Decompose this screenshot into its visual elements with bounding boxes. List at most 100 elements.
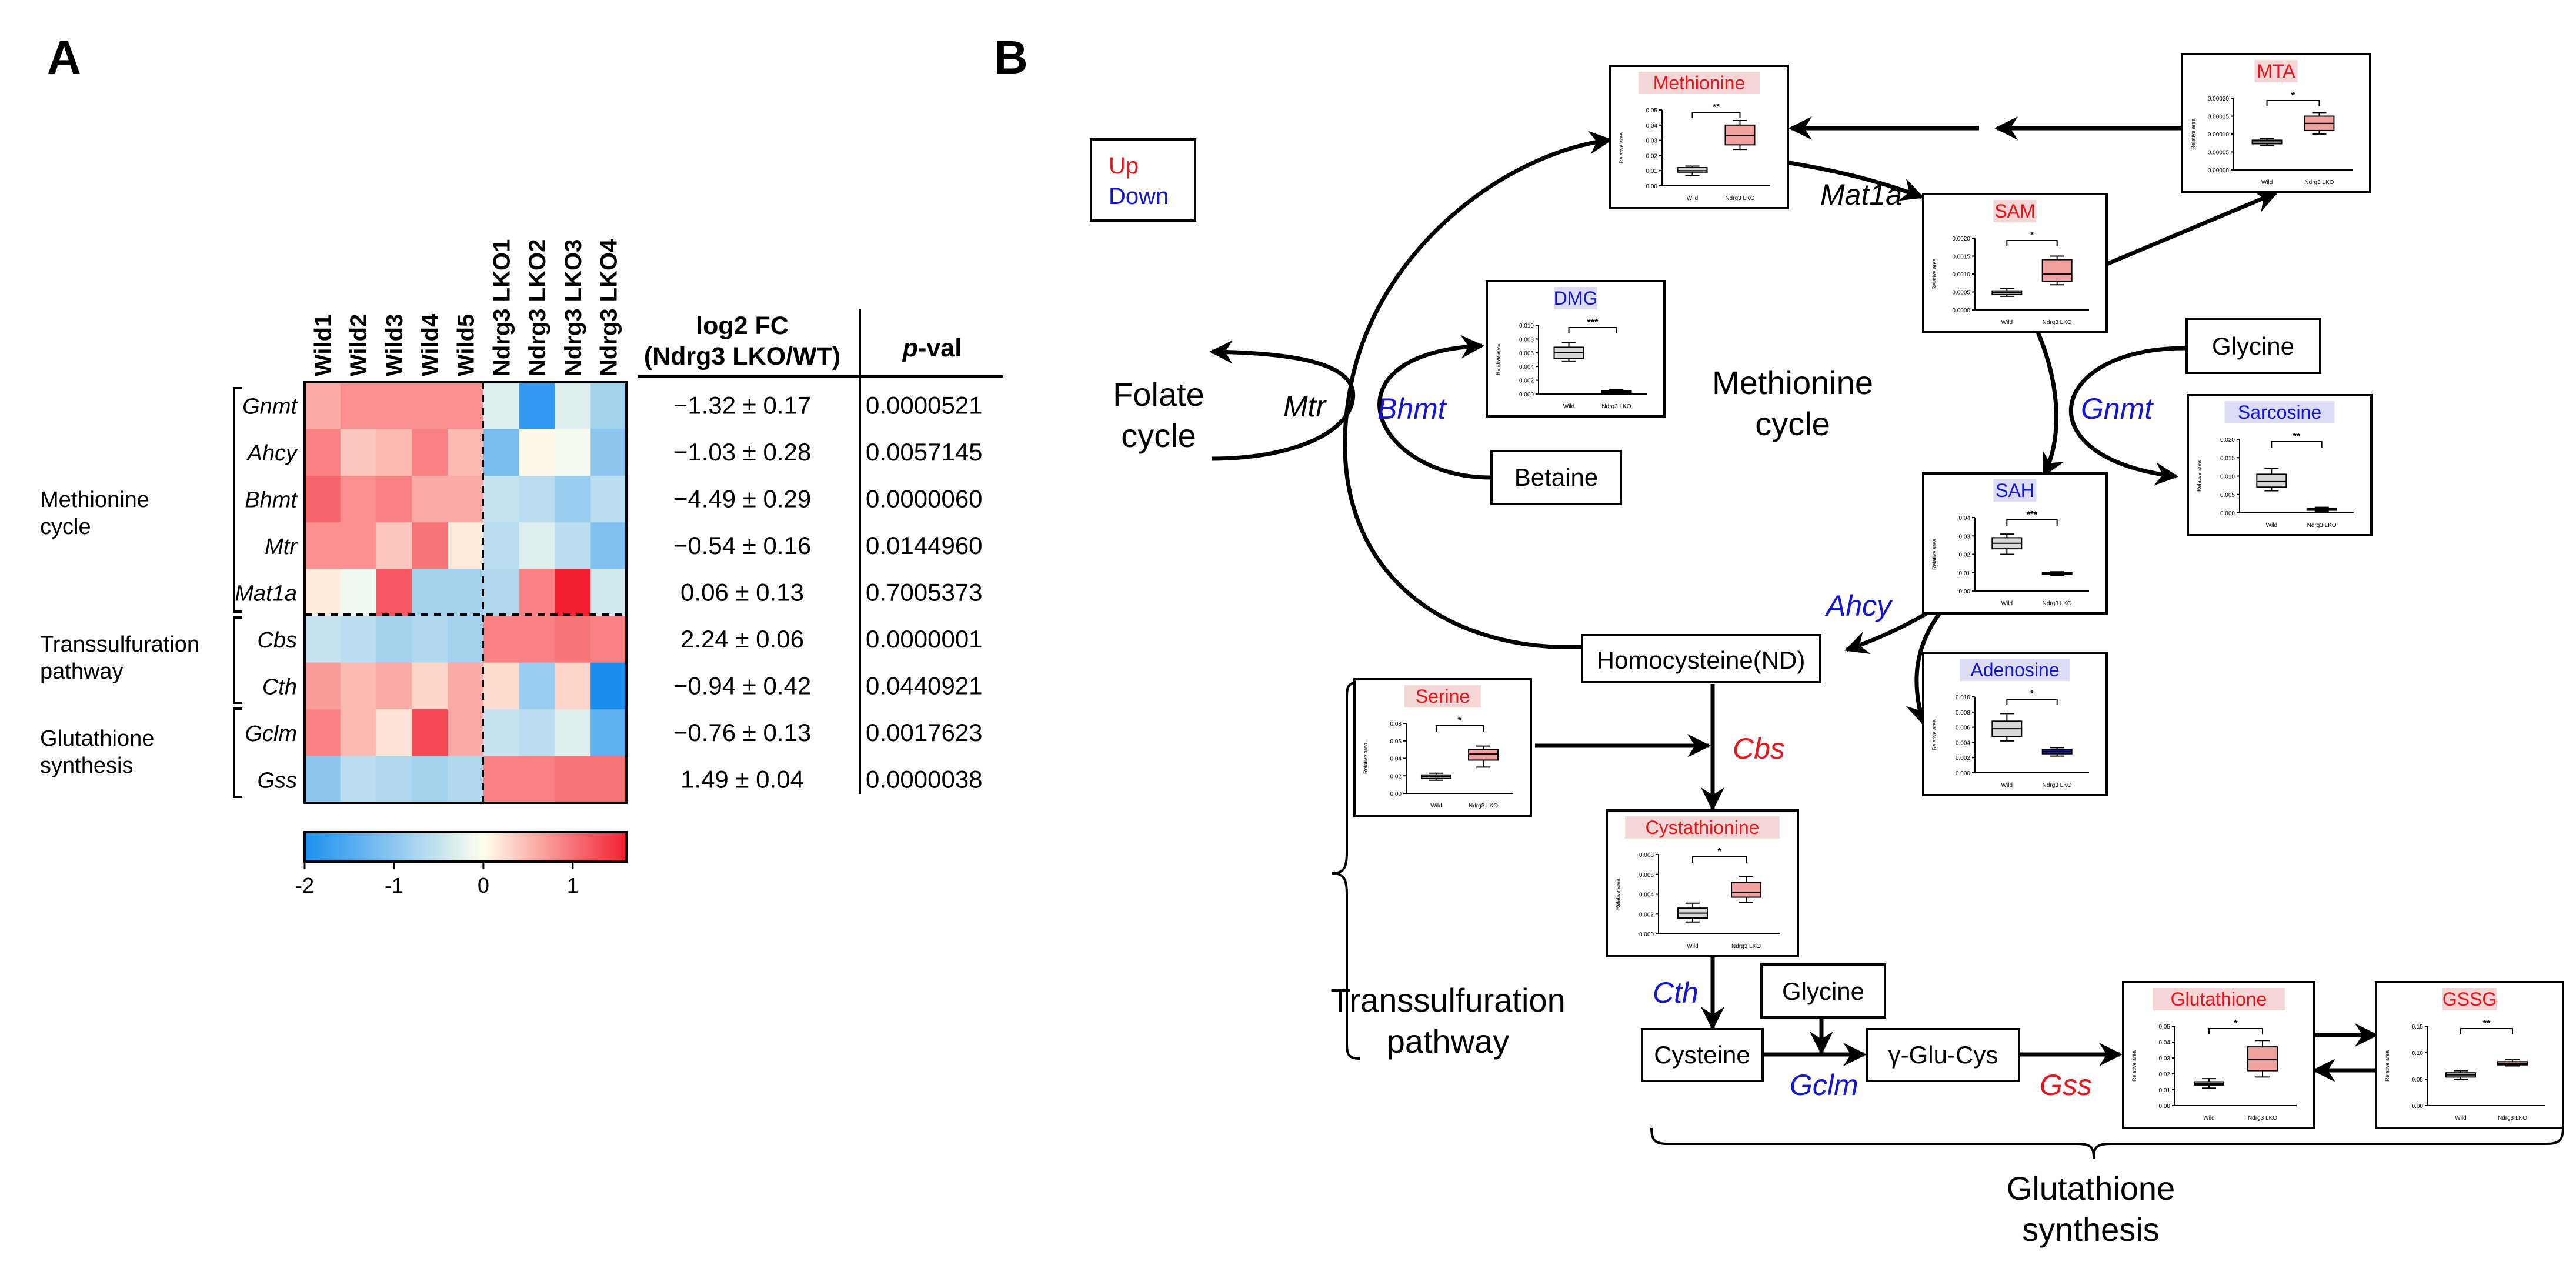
heatmap-cell xyxy=(590,382,627,430)
plot-title-bg xyxy=(1625,816,1780,839)
plot-title: Methionine xyxy=(1653,72,1746,94)
brace-glutathione xyxy=(1650,1127,2564,1159)
plot-title: Adenosine xyxy=(1970,659,2059,680)
heatmap-cell xyxy=(448,475,484,523)
plot-y-label: Relative area xyxy=(1615,879,1621,910)
heatmap-cell xyxy=(340,662,377,710)
gene-label: Gclm xyxy=(245,722,297,746)
heatmap-cell xyxy=(555,756,591,803)
fc-value: −0.76 ± 0.13 xyxy=(673,719,811,746)
column-header: Wild4 xyxy=(418,313,443,376)
plot-y-tick-label: 0.06 xyxy=(1390,739,1402,745)
plot-x-label: Wild xyxy=(1430,803,1442,809)
fc-value: 1.49 ± 0.04 xyxy=(680,765,804,793)
plot-sig-stars: * xyxy=(2291,91,2295,101)
enzyme-labels: Mtr Bhmt Mat1a Gnmt Ahcy Cbs Cth Gclm Gs… xyxy=(1283,178,2154,1102)
plot-y-tick-label: 0.004 xyxy=(1519,364,1534,371)
heatmap-cell xyxy=(448,709,484,757)
plot-y-tick-label: 0.00010 xyxy=(2208,132,2230,138)
p-value: 0.0440921 xyxy=(866,672,983,699)
heatmap-cell xyxy=(412,756,448,803)
plot-title: SAM xyxy=(1994,201,2035,222)
heatmap-cell xyxy=(305,475,341,523)
plot-y-tick-label: 0.00005 xyxy=(2208,150,2230,156)
plot-y-label: Relative area xyxy=(2190,118,2196,149)
plot-y-tick-label: 0.0015 xyxy=(1952,254,1970,261)
arrow-betaine-to-dmg xyxy=(1377,335,1491,480)
plot-sig-bracket xyxy=(1435,725,1484,732)
fc-value: −1.03 ± 0.28 xyxy=(673,438,811,466)
plot-y-tick-label: 0.010 xyxy=(2220,474,2235,480)
fc-value: 2.24 ± 0.06 xyxy=(680,625,804,653)
plot-y-tick-label: 0.00000 xyxy=(2208,168,2230,174)
plot-sig-stars: ** xyxy=(1713,102,1720,112)
arrow-methionine-to-sam xyxy=(1771,158,1924,201)
heatmap-border xyxy=(303,381,628,804)
plot-y-tick-label: 0.02 xyxy=(1646,153,1658,159)
plot-y-tick-label: 0.008 xyxy=(1639,852,1654,859)
plot-y-tick-label: 0.010 xyxy=(1519,323,1534,329)
plot-frame xyxy=(1922,193,2108,333)
plot-x-label: Wild xyxy=(2001,319,2013,326)
node-glucys xyxy=(1866,1028,2020,1082)
plot-sig-bracket xyxy=(2460,1028,2513,1034)
heatmap-cell xyxy=(555,522,591,570)
plot-y-tick-label: 0.01 xyxy=(1646,168,1658,175)
heatmap-cell xyxy=(555,709,591,757)
plot-y-tick-label: 0.03 xyxy=(1646,138,1658,145)
plot-sig-bracket xyxy=(1691,856,1747,863)
plot-x-label: Ndrg3 LKO xyxy=(1731,943,1761,950)
plot-y-tick-label: 0.04 xyxy=(1646,123,1658,129)
gene-label: Mat1a xyxy=(235,582,297,606)
plot-y-tick-label: 0.002 xyxy=(1956,755,1970,762)
heatmap-cell xyxy=(519,429,556,476)
heatmap-cell xyxy=(340,475,377,523)
heatmap xyxy=(305,382,627,803)
plot-box xyxy=(1731,882,1762,898)
heatmap-cell xyxy=(376,429,412,476)
gene-label: Mtr xyxy=(265,535,298,559)
plot-y-tick-label: 0.006 xyxy=(1956,725,1970,732)
plot-x-label: Wild xyxy=(1687,943,1698,950)
node-glycine-2-label: Glycine xyxy=(1782,977,1864,1005)
plot-title: Glutathione xyxy=(2171,989,2267,1010)
column-header: Wild5 xyxy=(453,314,479,376)
panel-a-label: A xyxy=(47,31,81,84)
heatmap-cell xyxy=(305,756,341,803)
enzyme-ahcy: Ahcy xyxy=(1824,589,1893,622)
plot-title-bg xyxy=(1554,287,1597,309)
column-header: Wild2 xyxy=(346,314,372,376)
plot-y-tick-label: 0.0005 xyxy=(1952,290,1970,296)
heatmap-cell xyxy=(376,382,412,430)
plot-box xyxy=(1724,124,1756,146)
heatmap-cell xyxy=(448,382,484,430)
plot-y-tick-label: 0.00020 xyxy=(2208,96,2230,102)
heatmap-cell xyxy=(555,429,591,476)
enzyme-gss: Gss xyxy=(2040,1069,2092,1102)
plot-sig-bracket xyxy=(2208,1028,2264,1034)
plot-sig-stars: * xyxy=(1717,847,1721,857)
plot-y-tick-label: 0.00 xyxy=(1646,183,1658,190)
colorbar-tick-label: -2 xyxy=(295,873,314,897)
plot-sig-stars: *** xyxy=(2027,510,2038,520)
heatmap-cell xyxy=(519,569,556,616)
plot-x-label: Wild xyxy=(2001,600,2013,607)
enzyme-mat1a: Mat1a xyxy=(1820,178,1902,211)
heatmap-cell xyxy=(519,522,556,570)
heatmap-cell xyxy=(590,709,627,757)
heatmap-cell xyxy=(340,382,377,430)
arrow-folate-cycle xyxy=(1209,340,1356,461)
plot-y-tick-label: 0.05 xyxy=(2412,1077,2424,1083)
plot-x-label: Wild xyxy=(2455,1115,2466,1122)
heatmap-cell xyxy=(519,382,556,430)
